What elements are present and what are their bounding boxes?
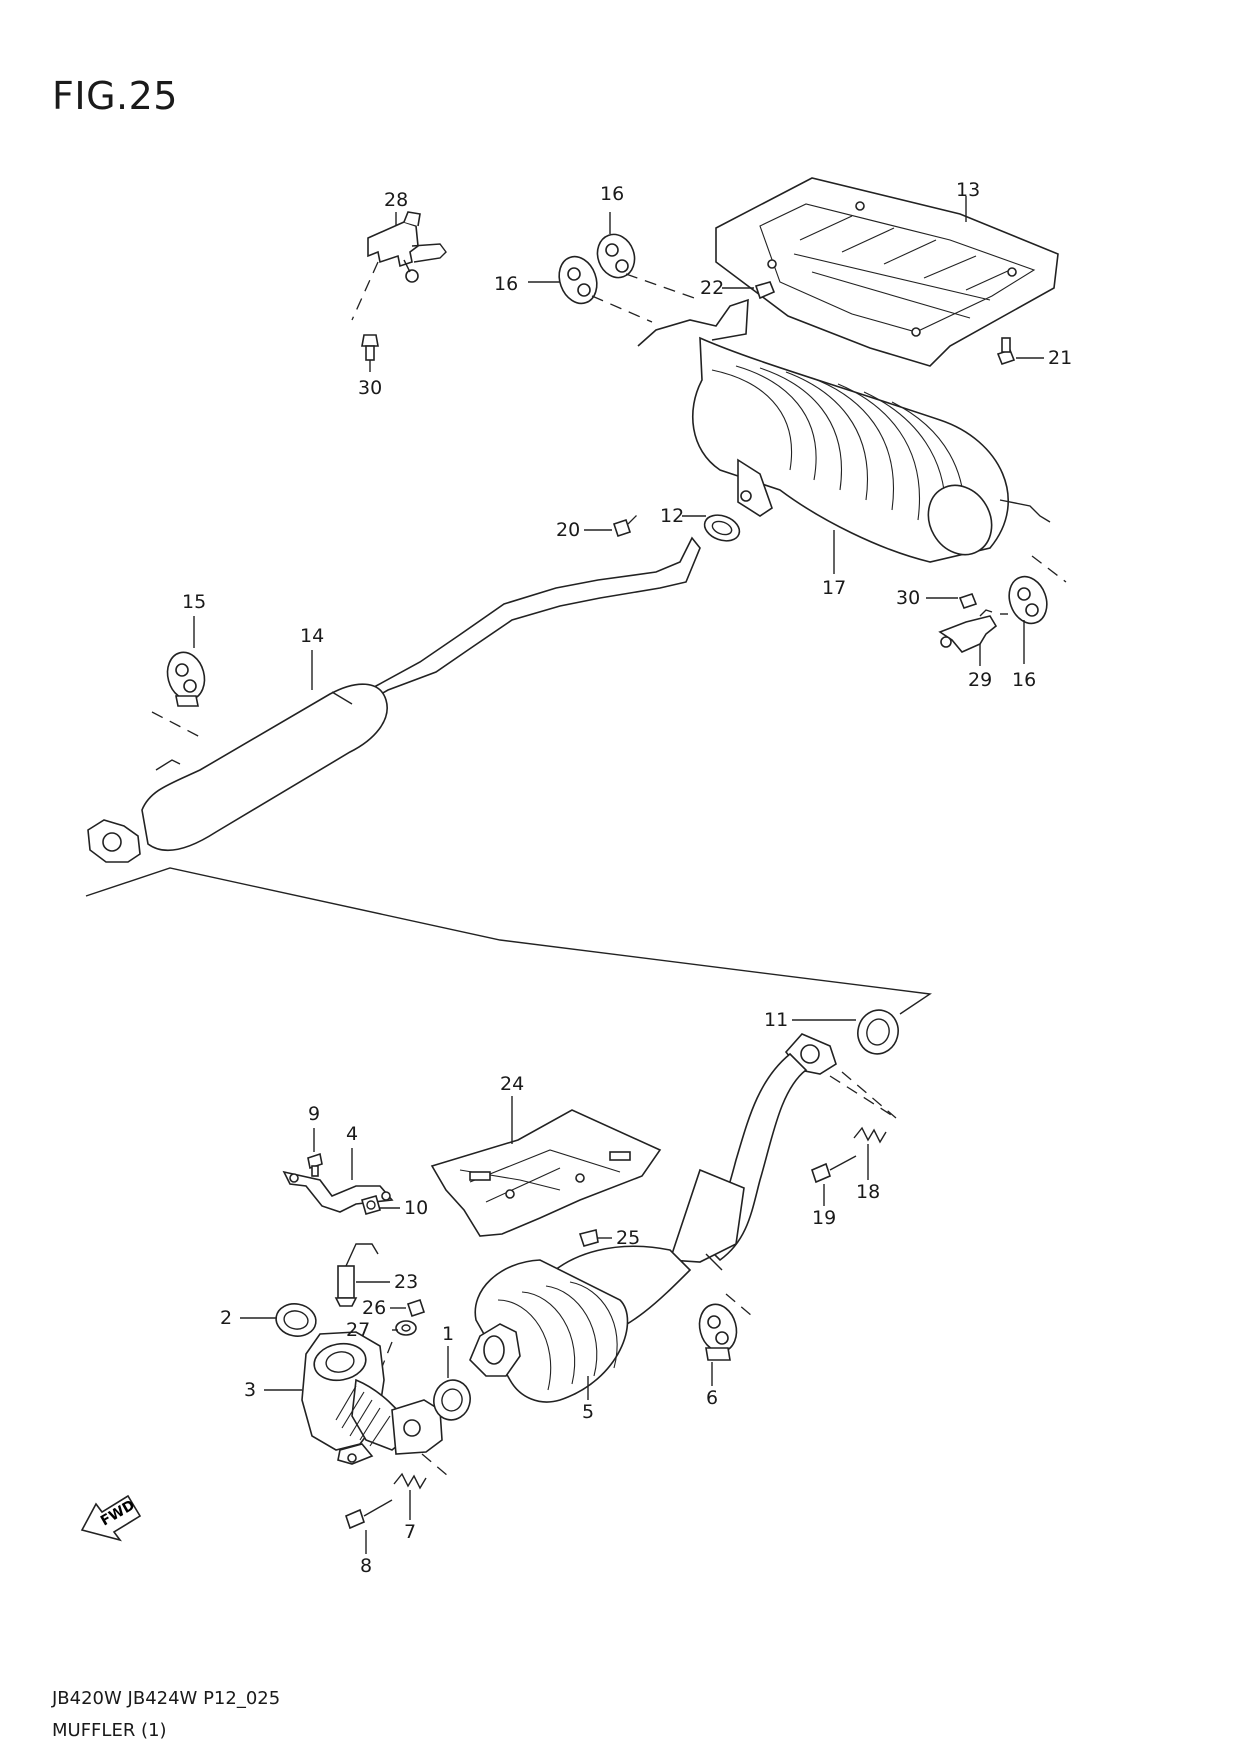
part-7-spring[interactable] <box>393 1472 427 1490</box>
part-24-lower-heat-shield[interactable] <box>430 1109 662 1237</box>
callout-17: 17 <box>822 577 846 599</box>
callout-28: 28 <box>384 189 408 211</box>
callout-18: 18 <box>856 1181 880 1203</box>
part-19-bolt[interactable] <box>811 1155 857 1184</box>
part-6-hanger[interactable] <box>694 1300 741 1361</box>
part-2-gasket[interactable] <box>274 1301 319 1339</box>
footer-code: JB420W JB424W P12_025 <box>52 1688 281 1709</box>
part-28-bracket[interactable] <box>367 211 447 283</box>
part-16-hanger-right[interactable] <box>1003 571 1053 628</box>
part-18-spring[interactable] <box>853 1126 887 1144</box>
part-21-bolt[interactable] <box>996 337 1016 365</box>
part-23-o2-sensor[interactable] <box>334 1243 379 1307</box>
callout-26: 26 <box>362 1297 386 1319</box>
part-22-nut[interactable] <box>754 281 776 300</box>
callout-30-right: 30 <box>896 587 920 609</box>
callout-11: 11 <box>764 1009 788 1031</box>
part-11-gasket[interactable] <box>853 1006 903 1059</box>
part-29-bracket[interactable] <box>938 609 998 653</box>
callout-25: 25 <box>616 1227 640 1249</box>
part-20-nut[interactable] <box>612 518 632 538</box>
part-10-nut[interactable] <box>361 1195 381 1215</box>
callout-27: 27 <box>346 1319 370 1341</box>
part-26-nut[interactable] <box>406 1298 426 1318</box>
part-30-bolt-right[interactable] <box>958 593 978 609</box>
callout-14: 14 <box>300 625 324 647</box>
part-25-nut[interactable] <box>578 1229 599 1247</box>
callout-16-top-left: 16 <box>494 273 518 295</box>
dash-15 <box>151 711 203 739</box>
dash-6 <box>725 1293 753 1317</box>
fwd-arrow-icon: FWD <box>80 1494 142 1542</box>
part-14-center-pipe[interactable] <box>87 536 701 863</box>
callout-12: 12 <box>660 505 684 527</box>
dash-16-hanger <box>591 295 653 323</box>
part-8-bolt[interactable] <box>345 1499 393 1530</box>
dash-20 <box>627 509 643 525</box>
callout-15: 15 <box>182 591 206 613</box>
callout-30-top: 30 <box>358 377 382 399</box>
callout-4: 4 <box>346 1123 358 1145</box>
callout-19: 19 <box>812 1207 836 1229</box>
leader-28-30 <box>351 261 379 321</box>
callout-9: 9 <box>308 1103 320 1125</box>
callout-29: 29 <box>968 669 992 691</box>
part-1-gasket[interactable] <box>429 1376 474 1424</box>
callout-20: 20 <box>556 519 580 541</box>
part-27-washer[interactable] <box>395 1320 417 1336</box>
footer-name: MUFFLER (1) <box>52 1720 167 1741</box>
part-5-front-pipe[interactable] <box>469 1033 837 1403</box>
part-16-hanger-top-left[interactable] <box>553 251 603 308</box>
callout-24: 24 <box>500 1073 524 1095</box>
callout-10: 10 <box>404 1197 428 1219</box>
part-15-hanger[interactable] <box>162 648 209 707</box>
callout-16-top-right: 16 <box>600 183 624 205</box>
dash-17-hanger <box>1031 555 1067 583</box>
part-12-gasket[interactable] <box>701 511 743 546</box>
section-separator <box>85 867 932 1015</box>
part-17-main-muffler[interactable] <box>637 298 1051 566</box>
dash-3 <box>421 1453 449 1477</box>
callout-13: 13 <box>956 179 980 201</box>
callout-2: 2 <box>220 1307 232 1329</box>
dash-18-19 <box>829 1075 897 1119</box>
callout-1: 1 <box>442 1323 454 1345</box>
callout-3: 3 <box>244 1379 256 1401</box>
callout-5: 5 <box>582 1401 594 1423</box>
part-13-heat-shield[interactable] <box>715 177 1059 367</box>
part-3-manifold-converter[interactable] <box>301 1331 443 1465</box>
callout-21: 21 <box>1048 347 1072 369</box>
dash-11 <box>841 1071 897 1119</box>
callout-23: 23 <box>394 1271 418 1293</box>
figure-title: FIG.25 <box>52 74 178 118</box>
part-30-bolt-top[interactable] <box>361 334 379 372</box>
part-16-hanger-top-right[interactable] <box>592 229 641 283</box>
callout-6: 6 <box>706 1387 718 1409</box>
callout-8: 8 <box>360 1555 372 1577</box>
callout-16-right: 16 <box>1012 669 1036 691</box>
callout-22: 22 <box>700 277 724 299</box>
part-9-bolt[interactable] <box>307 1152 323 1177</box>
callout-7: 7 <box>404 1521 416 1543</box>
dash-16-hanger-2 <box>625 273 701 301</box>
